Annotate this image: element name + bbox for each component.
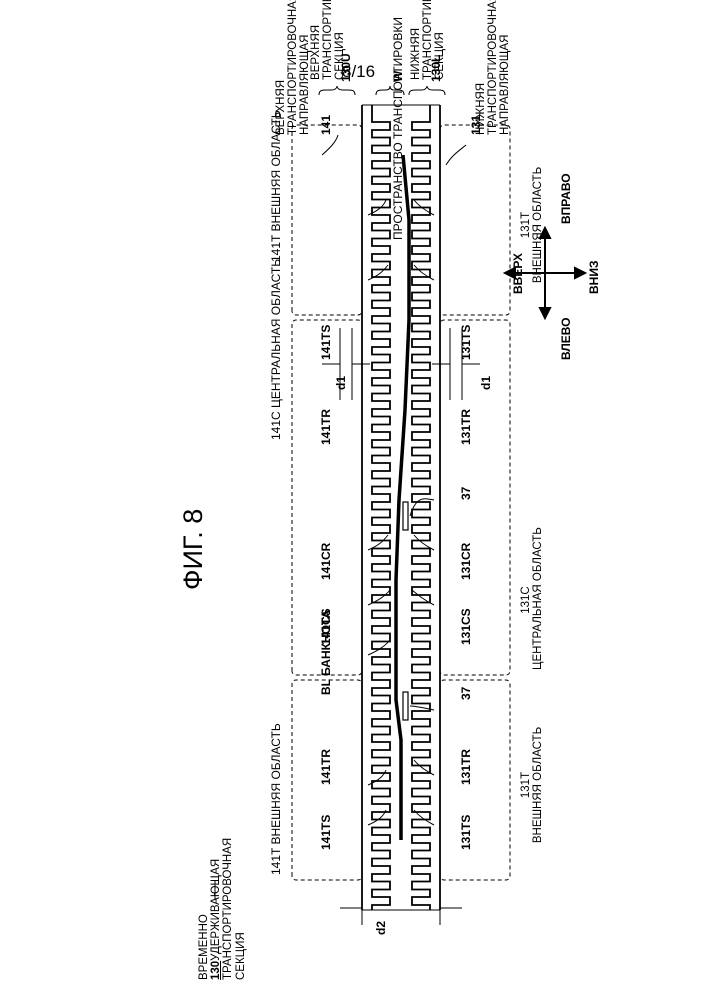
arrow-left-icon: [540, 308, 550, 318]
upper-central-region: 141C ЦЕНТРАЛЬНАЯ ОБЛАСТЬ: [270, 259, 282, 440]
direction-left-label: ВЛЕВО: [560, 318, 572, 361]
ref-141ts-left: 141TS: [320, 815, 332, 850]
sensor-37-left: [403, 692, 408, 720]
upper-outer-left-region: 141T ВНЕШНЯЯ ОБЛАСТЬ: [270, 723, 282, 875]
lower-outer-right-frame: [440, 125, 510, 315]
legend-transport-space: ПРОСТРАНСТВО ТРАНСПОРТИРОВКИ: [392, 17, 404, 240]
legend-lower-section: НИЖНЯЯ ТРАНСПОРТИРОВОЧНАЯ СЕКЦИЯ: [410, 0, 447, 80]
dim-d2: d2: [375, 921, 387, 935]
legend-upper-guide: ВЕРХНЯЯ ТРАНСПОРТИРОВОЧНАЯ НАПРАВЛЯЮЩАЯ: [275, 0, 312, 135]
lower-central-region: 131C ЦЕНТРАЛЬНАЯ ОБЛАСТЬ: [520, 530, 544, 670]
ref-131ts-left: 131TS: [460, 815, 472, 850]
arrow-down-icon: [575, 268, 585, 278]
ref-141tr-right: 141TR: [320, 409, 332, 445]
legend-lower-guide: НИЖНЯЯ ТРАНСПОРТИРОВОЧНАЯ НАПРАВЛЯЮЩАЯ: [475, 0, 512, 135]
direction-up-label: ВВЕРХ: [512, 253, 524, 294]
lower-guide-comb: [412, 105, 430, 910]
ref-131tr-left: 131TR: [460, 749, 472, 785]
lower-outer-left-region: 131T ВНЕШНЯЯ ОБЛАСТЬ: [520, 720, 544, 850]
ref-141cr: 141CR: [320, 543, 332, 580]
upper-outer-right-frame: [292, 125, 362, 315]
figure-title: ФИГ. 8: [180, 509, 207, 590]
legend-ref-141: 141: [320, 115, 332, 135]
ref-131cr: 131CR: [460, 543, 472, 580]
holding-section-label: ВРЕМЕННО 130УДЕРЖИВАЮЩАЯ ТРАНСПОРТИРОВОЧ…: [198, 838, 247, 980]
ref-141ts-right: 141TS: [320, 325, 332, 360]
dim-d1-lower: d1: [480, 376, 492, 390]
legend-upper-section: ВЕРХНЯЯ ТРАНСПОРТИРОВОЧНАЯ СЕКЦИЯ: [310, 0, 347, 80]
ref-37-right: 37: [460, 487, 472, 500]
ref-141tr-left: 141TR: [320, 749, 332, 785]
dim-d1-upper: d1: [335, 376, 347, 390]
braces: [319, 86, 445, 95]
ref-131cs: 131CS: [460, 608, 472, 645]
upper-guide-comb: [372, 105, 390, 910]
banknote-path: [396, 155, 409, 840]
lower-outer-left-frame: [440, 680, 510, 880]
sensor-37-right: [403, 502, 408, 530]
direction-right-label: ВПРАВО: [560, 173, 572, 224]
direction-down-label: ВНИЗ: [588, 261, 600, 294]
ref-141cs: 141CS: [320, 608, 332, 645]
ref-131ts-right: 131TS: [460, 325, 472, 360]
ref-37-left: 37: [460, 687, 472, 700]
ref-131tr-right: 131TR: [460, 409, 472, 445]
